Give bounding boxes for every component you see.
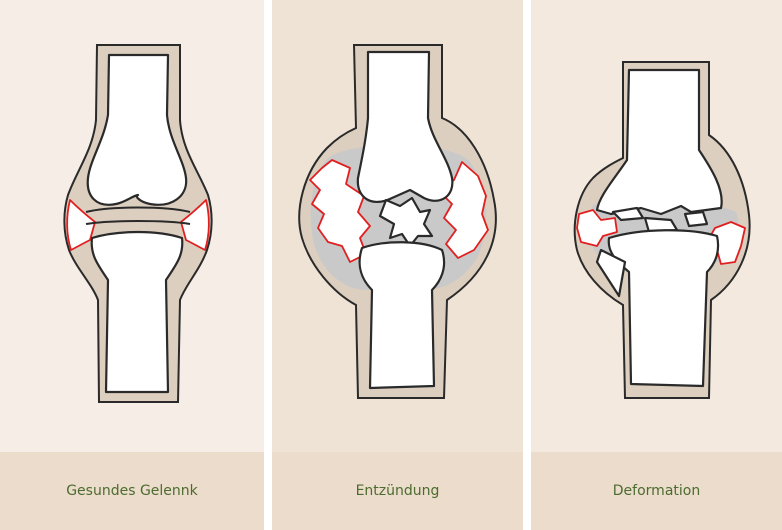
inflammation-illustration xyxy=(272,0,523,452)
healthy-joint-illustration xyxy=(0,0,264,452)
caption-inflammation: Entzündung xyxy=(272,452,523,530)
caption-healthy-joint-label: Gesundes Gelennk xyxy=(66,483,198,499)
caption-deformation-label: Deformation xyxy=(613,483,700,499)
lower-bone xyxy=(360,242,444,388)
deformation-illustration xyxy=(531,0,782,452)
panel-deformation: Deformation xyxy=(531,0,782,530)
bone-fragment-3 xyxy=(685,212,707,226)
caption-healthy-joint: Gesundes Gelennk xyxy=(0,452,264,530)
caption-inflammation-label: Entzündung xyxy=(356,483,440,499)
caption-deformation: Deformation xyxy=(531,452,782,530)
panel-healthy-joint: Gesundes Gelennk xyxy=(0,0,264,530)
panel-inflammation: Entzündung xyxy=(272,0,523,530)
